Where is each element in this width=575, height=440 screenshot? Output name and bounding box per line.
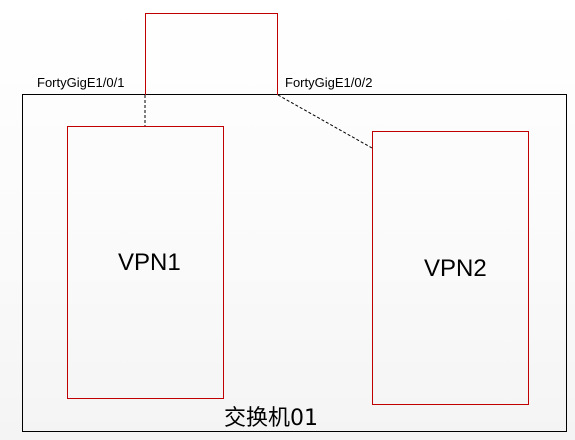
vpn2-instance-box <box>372 131 529 405</box>
port2-label: FortyGigE1/0/2 <box>285 75 373 90</box>
vpn2-label: VPN2 <box>424 255 487 282</box>
vpn2-port-link <box>277 94 373 149</box>
vpn1-instance-box <box>67 126 224 399</box>
switch-boundary <box>22 94 567 432</box>
loopback-cable <box>145 13 278 95</box>
switch-name-label: 交换机01 <box>224 406 318 431</box>
port1-label: FortyGigE1/0/1 <box>37 75 125 90</box>
vpn1-label: VPN1 <box>118 249 181 276</box>
